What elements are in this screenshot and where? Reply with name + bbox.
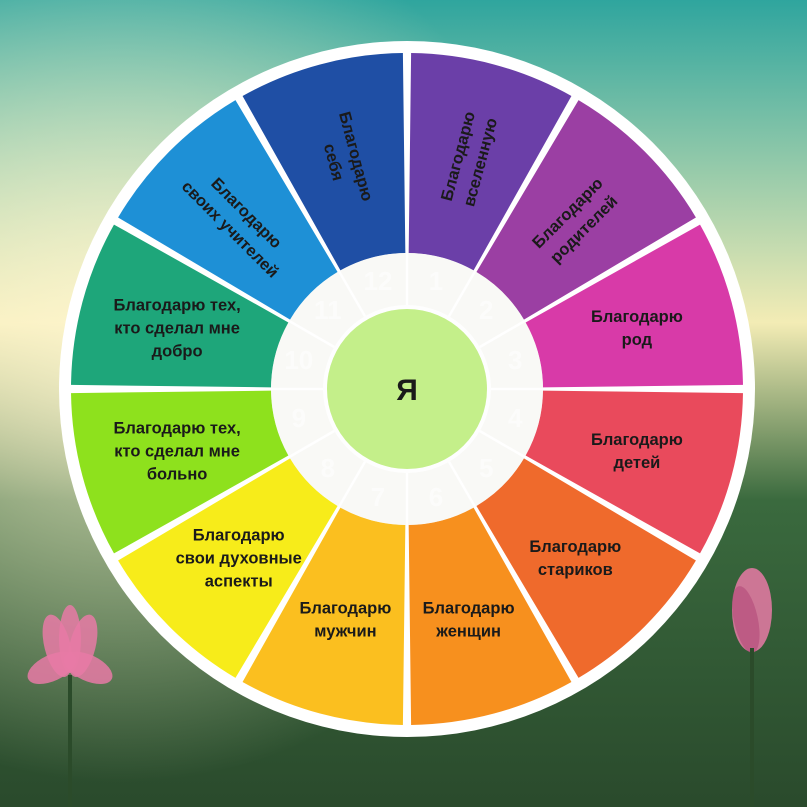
wheel-segment-9 [71,390,289,554]
number-ring-divider [337,461,367,508]
segment-label-line: Благодарю [591,431,683,449]
number-ring-divider [288,319,335,349]
wheel-segment-7 [242,507,406,725]
wheel-segment-3 [525,224,743,388]
segment-label-line: мужчин [314,622,376,640]
segment-label-4: Благодарю детей [591,431,683,472]
number-ring-divider [337,270,367,317]
segment-label-line: Благодарю тех, [113,420,240,438]
segment-number-6: 6 [429,482,443,512]
segment-label-line: кто сделал мне [114,319,240,337]
center-circle [327,309,487,469]
segment-label-line: Благодарю [591,308,683,326]
wheel-segment-11 [118,100,338,320]
number-ring-divider [447,461,477,508]
segment-label-line: род [622,331,653,349]
segment-label-line: Благодарю [299,599,391,617]
number-ring-divider [288,429,335,459]
number-ring-divider [447,270,477,317]
segment-number-4: 4 [508,403,523,433]
segment-label-line: Благодарю [529,538,621,556]
wheel-segments: БлагодарювселеннуюБлагодарюродителейБлаг… [71,53,743,725]
wheel-segment-10 [71,224,289,388]
wheel-segment-1 [408,53,572,271]
segment-label-line: добро [152,342,203,360]
wheel-segment-12 [242,53,406,271]
segment-label-line: детей [613,454,660,472]
center-label: Я [396,374,418,407]
segment-label-line: кто сделал мне [114,443,240,461]
segment-label-line: аспекты [205,572,273,590]
segment-label-9: Благодарю тех, кто сделал мне больно [113,420,240,484]
segment-label-line: женщин [435,622,501,640]
segment-number-12: 12 [364,266,393,296]
segment-label-3: Благодарю род [591,308,683,349]
segment-label-10: Благодарю тех, кто сделал мне добро [113,296,240,360]
lotus-bud-icon [732,568,772,807]
segment-label-line: свои духовные [176,549,302,567]
segment-label-line: Благодарю [423,599,515,617]
segment-number-9: 9 [292,403,306,433]
segment-label-line: больно [147,466,208,484]
segment-label-8: Благодарю свои духовные аспекты [176,526,302,590]
wheel-segment-8 [118,458,338,678]
segment-label-line: Благодарю [193,526,285,544]
segment-number-2: 2 [479,295,493,325]
lotus-flower-icon [27,605,113,807]
number-ring-divider [479,429,526,459]
segment-number-8: 8 [321,453,335,483]
wheel-segment-4 [525,390,743,554]
segment-label-5: Благодарю стариков [529,538,621,579]
wheel-segment-6 [408,507,572,725]
segment-number-10: 10 [284,345,313,375]
wheel-segment-2 [476,100,696,320]
segment-label-6: Благодарю женщин [423,599,515,640]
number-ring-divider [479,319,526,349]
segment-label-line: Благодарю тех, [113,296,240,314]
segment-number-11: 11 [314,295,342,325]
segment-number-1: 1 [429,266,443,296]
segment-number-7: 7 [371,482,385,512]
segment-label-line: стариков [538,561,613,579]
segment-label-7: Благодарю мужчин [299,599,391,640]
segment-number-5: 5 [479,453,493,483]
segment-number-3: 3 [508,345,522,375]
wheel-segment-5 [476,458,696,678]
